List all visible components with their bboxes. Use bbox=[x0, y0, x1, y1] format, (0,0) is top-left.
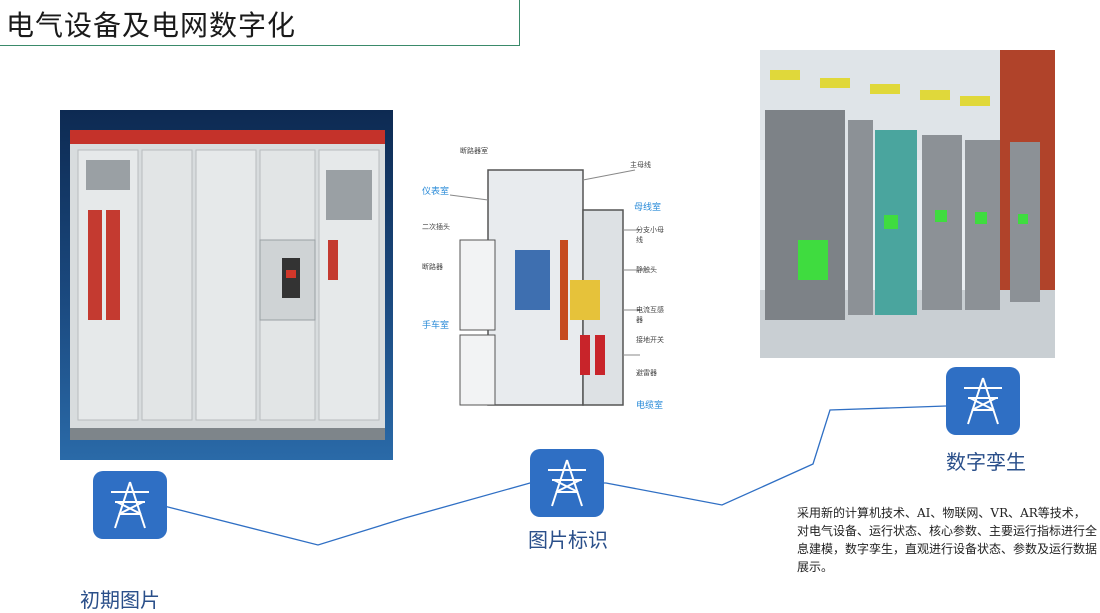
page-title: 电气设备及电网数字化 bbox=[6, 9, 297, 42]
initial-photo bbox=[60, 110, 393, 460]
recognition-icon-tile bbox=[530, 449, 604, 517]
caption-twin: 数字孪生 bbox=[946, 450, 1026, 474]
label-earth-switch: 接地开关 bbox=[636, 336, 664, 344]
caption-initial: 初期图片 bbox=[80, 588, 160, 612]
transmission-tower-icon bbox=[964, 377, 1002, 425]
twin-render bbox=[760, 50, 1055, 358]
twin-description: 采用新的计算机技术、AI、物联网、VR、AR等技术，对电气设备、运行状态、核心参… bbox=[797, 506, 1098, 574]
transmission-tower-icon bbox=[111, 481, 149, 529]
caption-recognition: 图片标识 bbox=[528, 528, 608, 552]
label-busbar-room: 母线室 bbox=[634, 203, 662, 213]
recognition-diagram: 仪表室 二次插头 断路器 手车室 断路器室 主母线 母线室 分支小母线 静触头 … bbox=[420, 140, 670, 430]
label-arrester: 避雷器 bbox=[636, 369, 657, 377]
label-branch-bus: 分支小母线 bbox=[636, 226, 664, 244]
label-main-bus: 主母线 bbox=[630, 161, 651, 169]
initial-icon-tile bbox=[93, 471, 167, 539]
label-ct: 电流互感器 bbox=[636, 306, 664, 324]
label-top: 断路器室 bbox=[460, 147, 488, 155]
label-breaker: 断路器 bbox=[422, 263, 443, 271]
label-trolley-room: 手车室 bbox=[422, 321, 450, 331]
label-cable-room: 电缆室 bbox=[636, 401, 664, 411]
transmission-tower-icon bbox=[548, 459, 586, 507]
label-static-contact: 静触头 bbox=[636, 266, 657, 274]
twin-icon-tile bbox=[946, 367, 1020, 435]
title-box: 电气设备及电网数字化 bbox=[0, 0, 520, 46]
label-meter-room: 仪表室 bbox=[422, 187, 450, 197]
label-secondary-plug: 二次插头 bbox=[422, 223, 450, 231]
